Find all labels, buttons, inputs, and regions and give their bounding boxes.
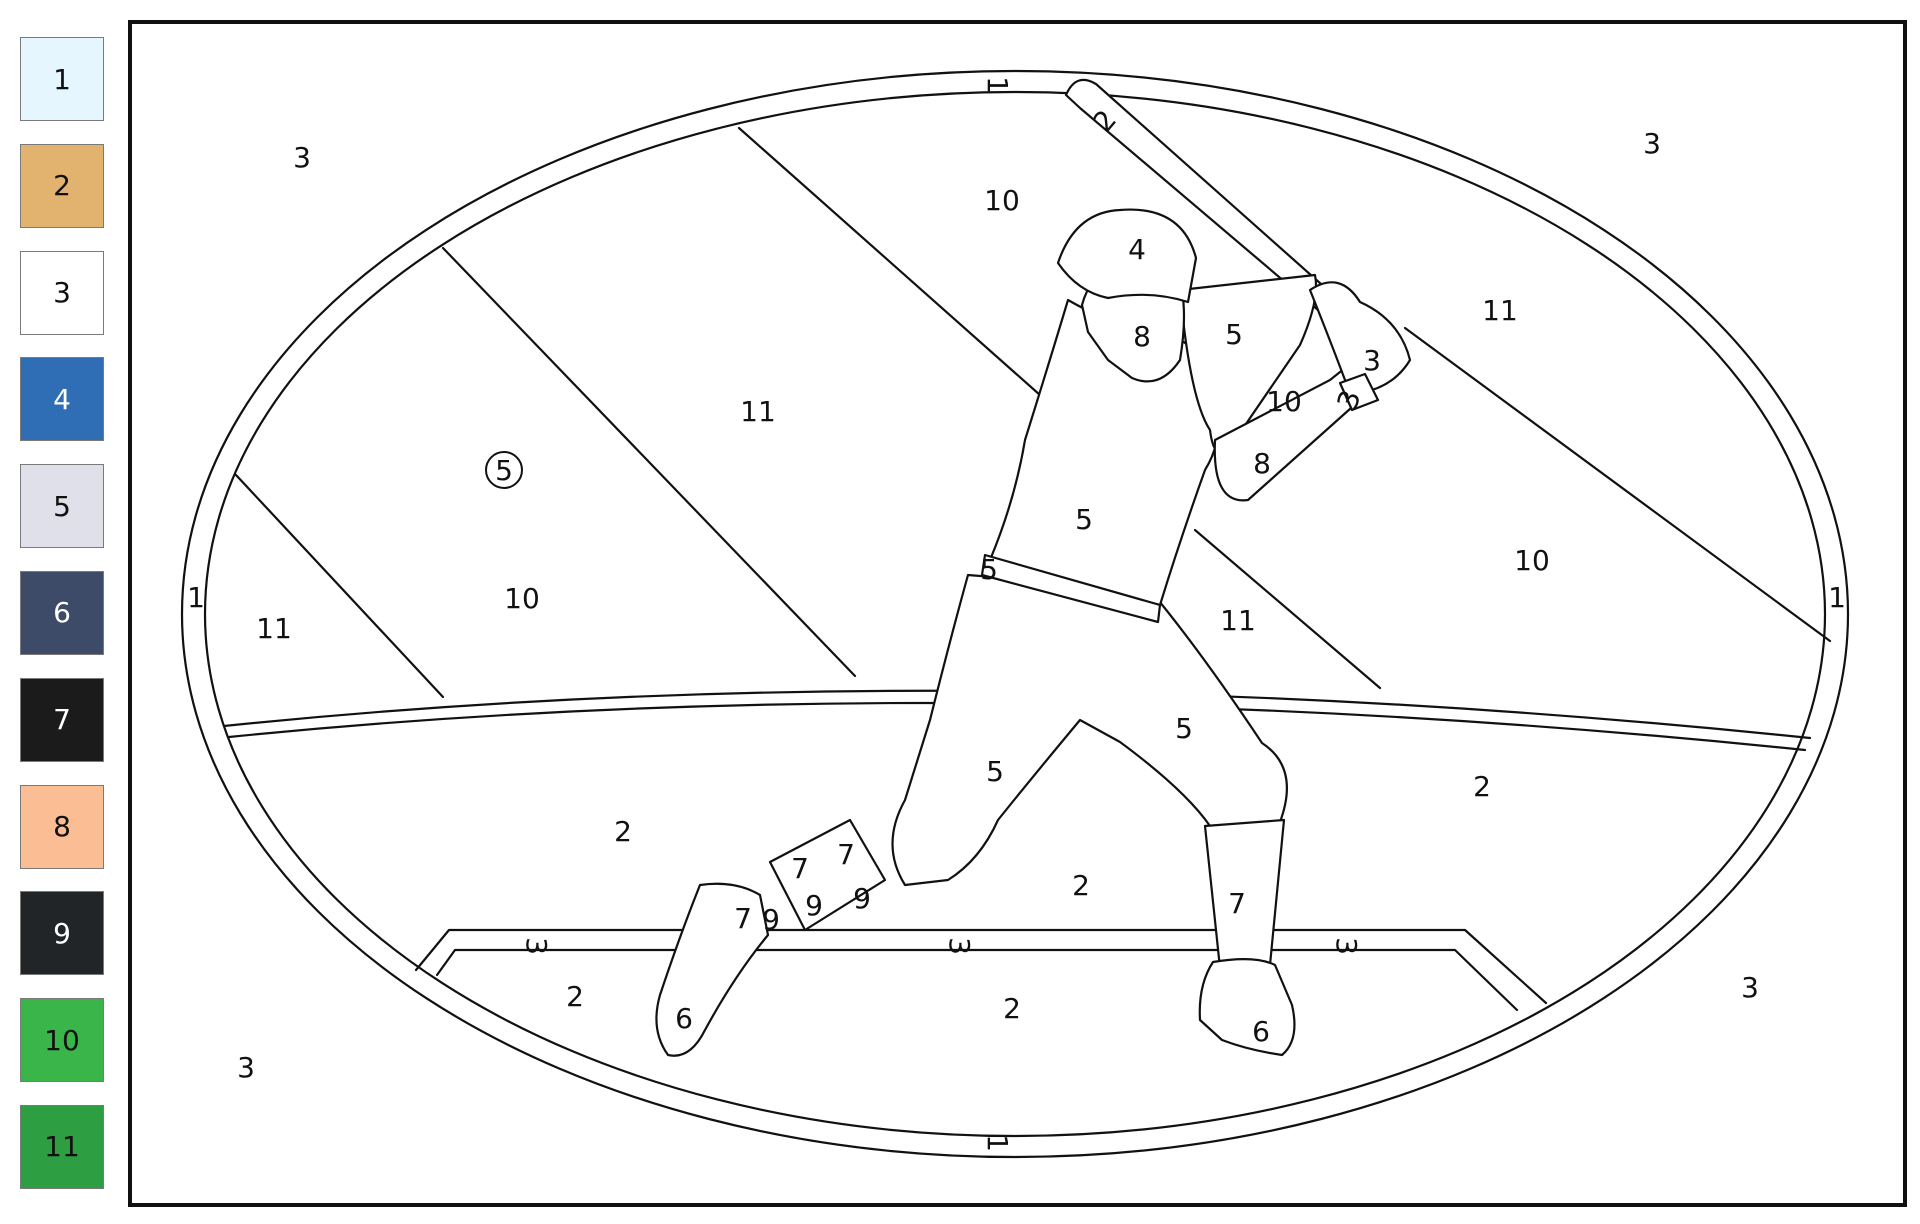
label-plate-edge-center: 3 [943,937,976,955]
palette-swatch-2[interactable]: 2 [20,143,104,228]
label-helmet: 4 [1128,233,1146,266]
shin-guard[interactable] [768,818,887,932]
label-jersey: 5 [1075,503,1093,536]
plate-inner-line [435,948,1519,1012]
palette-swatch-7[interactable]: 7 [20,677,104,762]
palette-swatch-11[interactable]: 11 [20,1104,104,1189]
label-face: 8 [1133,320,1151,353]
label-corner-top-right: 3 [1643,127,1661,160]
rear-shoe[interactable] [1198,958,1296,1057]
label-shoe-rear: 6 [675,1002,693,1035]
label-glove: 3 [1363,344,1381,377]
region-labels: 3 3 3 3 1 1 1 1 10 11 5 10 11 11 10 11 2… [187,76,1846,1152]
label-stripe-upper-left: 11 [740,395,776,428]
label-sock-front: 7 [1228,887,1246,920]
label-frame-bottom: 1 [981,1134,1014,1152]
label-pants-front: 5 [986,755,1004,788]
label-shin-guard-a: 7 [791,852,809,885]
label-frame-right: 1 [1828,581,1846,614]
label-plate-edge-right: 3 [1330,937,1363,955]
background-stripes [234,126,1832,699]
label-shin-guard-b: 7 [837,838,855,871]
label-stripe-left-mid: 10 [504,582,540,615]
palette-swatch-6[interactable]: 6 [20,570,104,655]
label-stripe-far-left: 11 [256,612,292,645]
label-plate-edge-left: 3 [520,937,553,955]
label-stripe-right-upper: 11 [1482,294,1518,327]
label-shin-strap-c: 9 [762,903,780,936]
selected-region-marker [485,451,523,489]
pants-region[interactable] [891,573,1288,887]
label-stripe-center-right: 11 [1220,604,1256,637]
label-stripe-right-lower: 10 [1514,544,1550,577]
label-shoe-front: 6 [1252,1015,1270,1048]
label-shin-strap-a: 9 [805,889,823,922]
palette-swatch-8[interactable]: 8 [20,784,104,869]
wristband[interactable] [1338,372,1380,412]
palette-swatch-5[interactable]: 5 [20,464,104,549]
label-forearm: 8 [1253,447,1271,480]
label-pants-rear: 5 [1175,712,1193,745]
label-plate-left: 2 [566,980,584,1013]
label-shin-strap-b: 9 [853,882,871,915]
palette-swatch-1[interactable]: 1 [20,37,104,121]
label-corner-bottom-right: 3 [1741,971,1759,1004]
palette-swatch-9[interactable]: 9 [20,891,104,976]
label-corner-bottom-left: 3 [237,1051,255,1084]
label-frame-left: 1 [187,581,205,614]
helmet[interactable] [1056,208,1198,304]
label-corner-top-left: 3 [293,141,311,174]
plate-outer-line [414,928,1548,1005]
glove[interactable] [1308,281,1412,394]
label-stripe-selected: 5 [495,454,513,487]
label-sleeve: 10 [1266,385,1302,418]
oval-frame-outer[interactable] [180,69,1850,1159]
label-stripe-top-center: 10 [984,184,1020,217]
belt[interactable] [980,553,1162,624]
palette-swatch-10[interactable]: 10 [20,998,104,1083]
palette-swatch-4[interactable]: 4 [20,357,104,442]
label-plate-center: 2 [1003,992,1021,1025]
label-belt-loop: 5 [980,553,998,586]
label-field-right: 2 [1473,770,1491,803]
oval-frame-inner[interactable] [203,90,1827,1138]
color-palette: 1 2 3 4 5 6 7 8 9 10 11 [20,37,108,1212]
label-frame-top: 1 [981,76,1014,94]
label-field-left: 2 [614,815,632,848]
label-shoulder: 5 [1225,318,1243,351]
label-field-center: 2 [1072,869,1090,902]
label-shin-guard-c: 7 [734,902,752,935]
front-shoe[interactable] [655,882,770,1057]
palette-swatch-3[interactable]: 3 [20,250,104,335]
